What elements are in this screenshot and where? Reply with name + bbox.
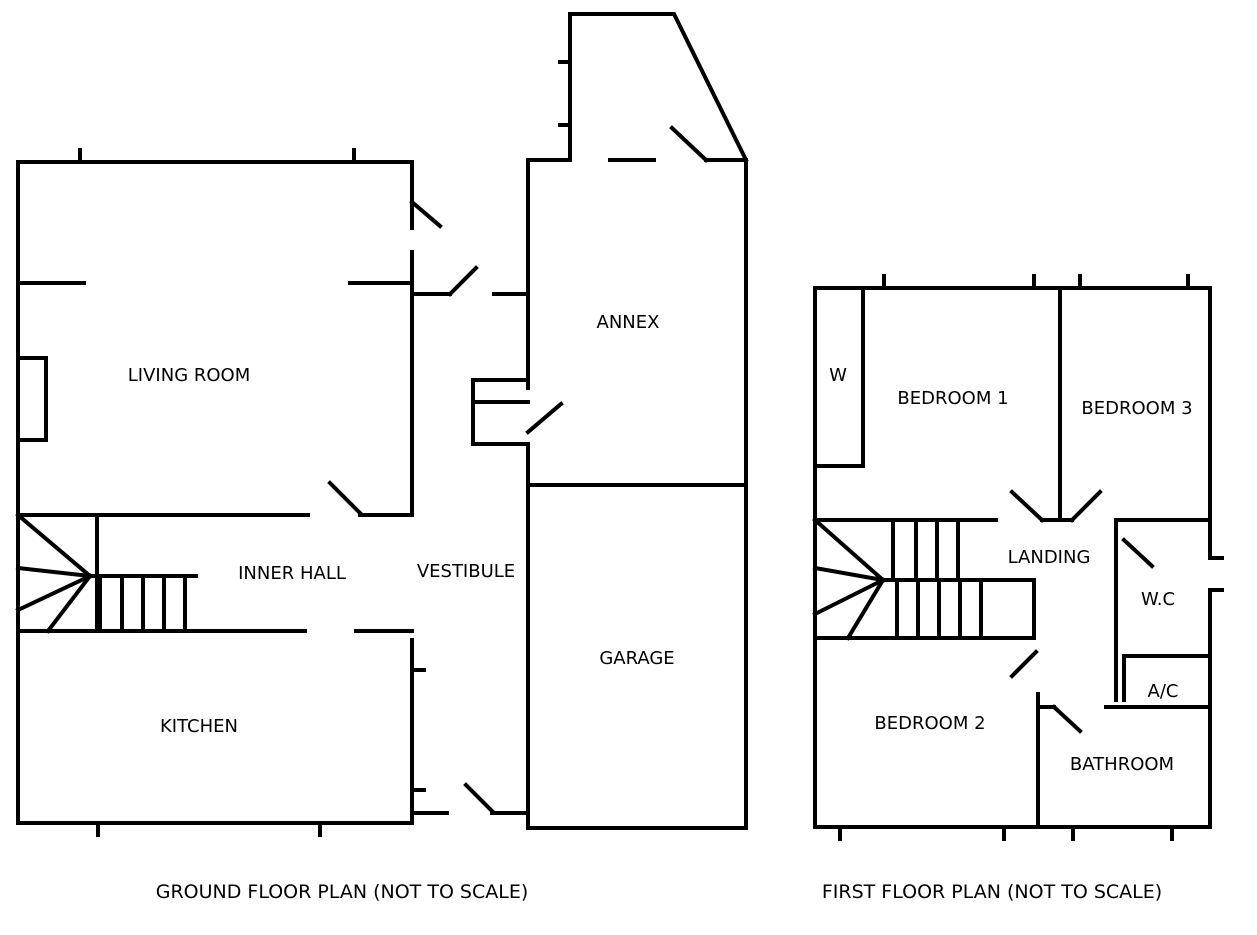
first-floor-caption: FIRST FLOOR PLAN (NOT TO SCALE) (822, 881, 1162, 903)
room-label-bedroom-2: BEDROOM 2 (874, 713, 985, 734)
ground-floor-caption: GROUND FLOOR PLAN (NOT TO SCALE) (156, 881, 529, 903)
room-label-wc: W.C (1141, 589, 1175, 610)
room-label-bathroom: BATHROOM (1070, 754, 1174, 775)
ground-floor-doors (327, 125, 709, 814)
first-floor-walls (812, 274, 1224, 841)
first-floor-doors (1009, 489, 1155, 734)
room-label-annex: ANNEX (597, 312, 660, 333)
room-label-inner-hall: INNER HALL (238, 563, 346, 584)
ground-floor-walls (15, 12, 749, 837)
ground-floor-labels: LIVING ROOM INNER HALL VESTIBULE KITCHEN… (128, 312, 675, 903)
room-label-living-room: LIVING ROOM (128, 365, 250, 386)
room-label-bedroom-1: BEDROOM 1 (897, 388, 1008, 409)
ground-floor-plan: LIVING ROOM INNER HALL VESTIBULE KITCHEN… (15, 12, 749, 903)
room-label-bedroom-3: BEDROOM 3 (1081, 398, 1192, 419)
room-label-garage: GARAGE (599, 648, 674, 669)
first-floor-plan: W BEDROOM 1 BEDROOM 3 LANDING W.C A/C BE… (812, 274, 1224, 903)
room-label-wardrobe: W (829, 365, 847, 386)
first-floor-labels: W BEDROOM 1 BEDROOM 3 LANDING W.C A/C BE… (822, 365, 1193, 903)
room-label-kitchen: KITCHEN (160, 716, 238, 737)
room-label-airing-cupboard: A/C (1148, 681, 1179, 702)
room-label-vestibule: VESTIBULE (417, 561, 515, 582)
room-label-landing: LANDING (1008, 547, 1091, 568)
